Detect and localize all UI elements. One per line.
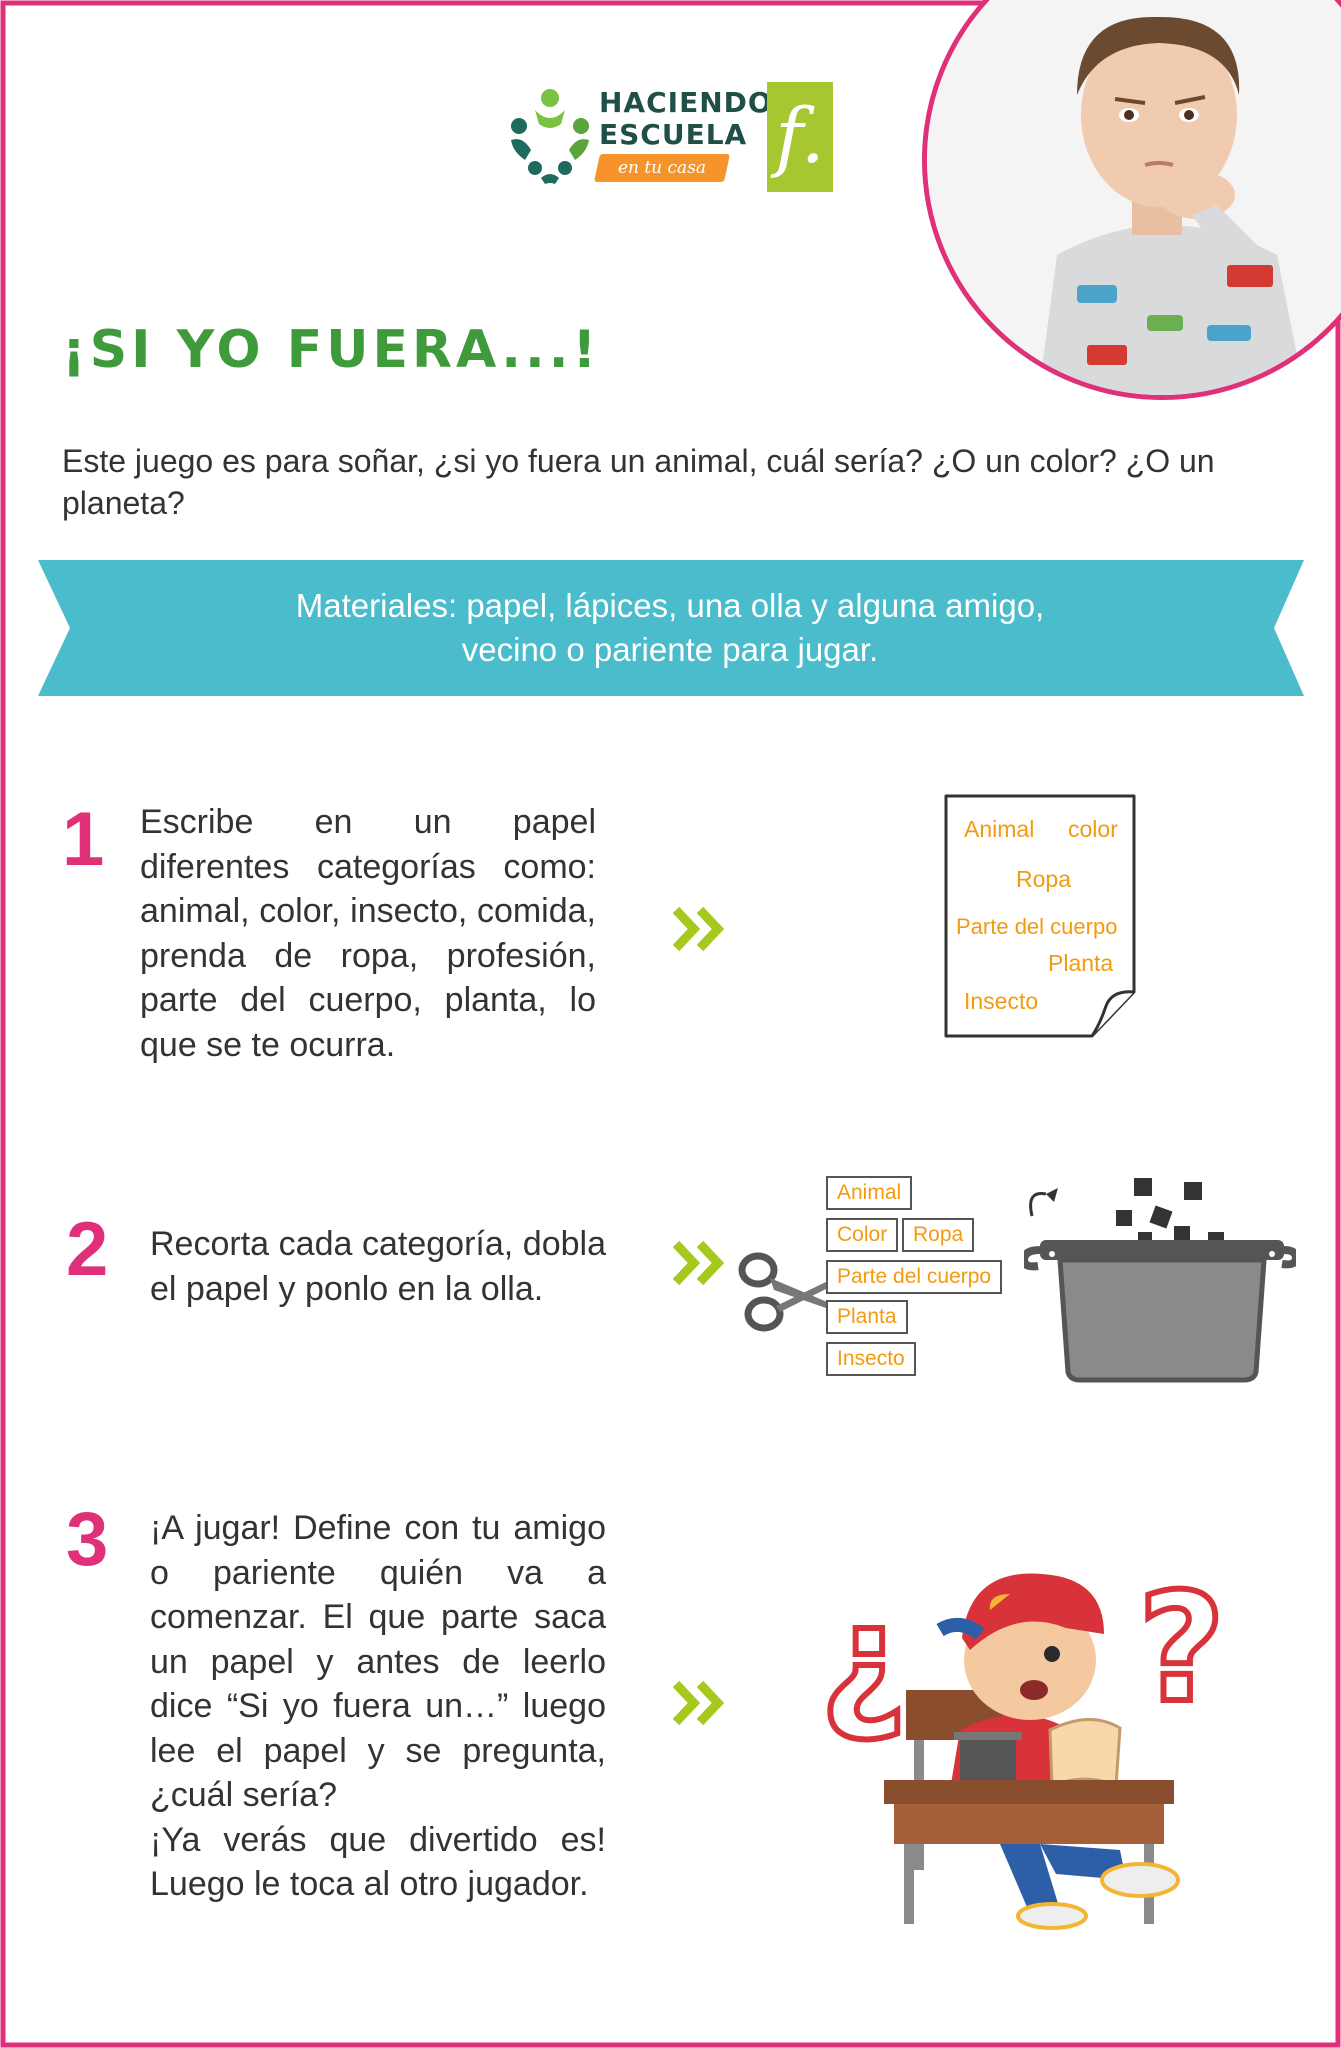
note-label-color: color (1068, 816, 1118, 842)
people-circle-icon (511, 89, 589, 184)
step-2-text: Recorta cada categoría, dobla el papel y… (150, 1225, 606, 1308)
step-3-paragraph-2: ¡Ya verás que divertido es! Luego le toc… (150, 1820, 606, 1904)
category-note-paper: Animal color Ropa Parte del cuerpo Plant… (942, 792, 1138, 1040)
note-label-parte-del-cuerpo: Parte del cuerpo (956, 914, 1118, 939)
falabella-logo: f. (767, 82, 833, 192)
paper-sheet-icon (944, 794, 1136, 1038)
step-3-number: 3 (66, 1497, 109, 1582)
kid-at-desk-illustration: ¿ ? (820, 1559, 1228, 1930)
double-chevron-right-icon (672, 1680, 725, 1726)
question-mark-right-icon: ? (1138, 1562, 1225, 1736)
slip-insecto: Insecto (826, 1342, 916, 1376)
page-title: ¡SI YO FUERA...! (62, 320, 601, 380)
materials-text: Materiales: papel, lápices, una olla y a… (120, 584, 1220, 672)
materials-line-1: Materiales: papel, lápices, una olla y a… (295, 587, 1045, 624)
materials-line-2: vecino o pariente para jugar. (461, 631, 879, 668)
step-2-number: 2 (66, 1207, 109, 1292)
step-3-paragraph-1: ¡A jugar! Define con tu amigo o pariente… (150, 1509, 606, 1814)
boy-illustration (927, 0, 1341, 395)
slip-parte-del-cuerpo: Parte del cuerpo (826, 1260, 1003, 1294)
materials-banner (38, 560, 1304, 696)
note-label-planta: Planta (1048, 950, 1114, 976)
slip-planta: Planta (826, 1300, 908, 1334)
double-chevron-right-icon (672, 1240, 725, 1286)
note-label-animal: Animal (964, 816, 1035, 842)
step-1-number: 1 (62, 797, 105, 882)
slip-ropa: Ropa (902, 1218, 975, 1252)
note-label-insecto: Insecto (964, 988, 1039, 1014)
scissors-icon (738, 1252, 832, 1332)
step-1-text: Escribe en un papel diferentes categoría… (140, 803, 596, 1064)
logo-tagline: en tu casa (594, 154, 730, 182)
step-3-text: ¡A jugar! Define con tu amigo o pariente… (150, 1506, 606, 1907)
pot-icon (1024, 1178, 1296, 1383)
logo-line-1: HACIENDO (599, 86, 773, 119)
logo-line-2: ESCUELA (599, 118, 748, 151)
intro-text: Este juego es para soñar, ¿si yo fuera u… (62, 443, 1215, 521)
haciendo-escuela-logo: HACIENDO ESCUELA en tu casa f. (505, 82, 835, 192)
slip-animal: Animal (826, 1176, 913, 1210)
slip-color: Color (826, 1218, 899, 1252)
question-mark-left-icon: ¿ (820, 1572, 907, 1746)
note-label-ropa: Ropa (1016, 866, 1071, 892)
double-chevron-right-icon (672, 906, 725, 952)
